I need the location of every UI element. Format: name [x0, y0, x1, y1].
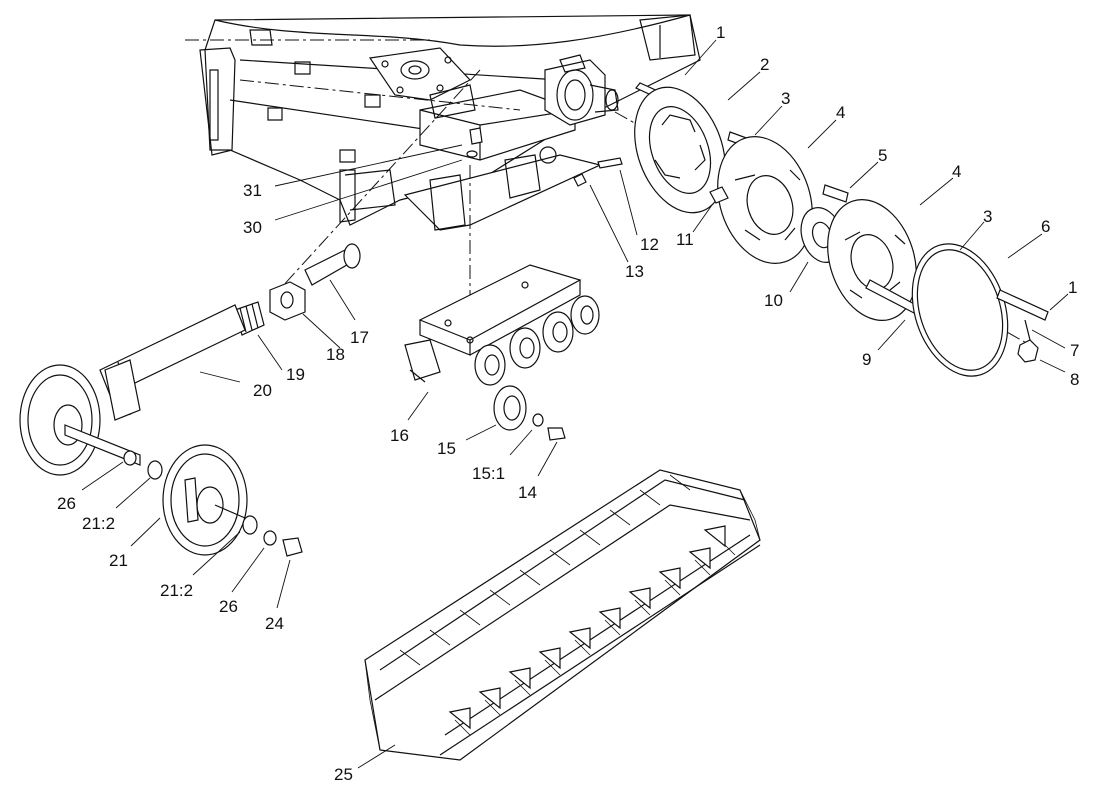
callout-21-2-top: 21:2	[82, 514, 115, 533]
callout-20: 20	[253, 381, 272, 400]
callout-21: 21	[109, 551, 128, 570]
callout-4-top: 4	[836, 103, 845, 122]
callout-7: 7	[1070, 341, 1079, 360]
callout-31: 31	[243, 181, 262, 200]
callout-19: 19	[286, 365, 305, 384]
callout-1-top: 1	[716, 23, 725, 42]
callout-5: 5	[878, 146, 887, 165]
callout-4-bottom: 4	[952, 162, 961, 181]
callout-9: 9	[862, 350, 871, 369]
leader-lines	[81, 39, 1069, 769]
callout-13: 13	[625, 262, 644, 281]
callout-labels: 1 2 3 4 5 4 3 6 1 7 8 9 10 11 12 13 31 3…	[57, 23, 1079, 784]
rubber-track	[364, 469, 761, 761]
callout-12: 12	[640, 235, 659, 254]
callout-25: 25	[334, 765, 353, 784]
callout-8: 8	[1070, 370, 1079, 389]
chassis-frame	[199, 14, 701, 231]
callout-18: 18	[326, 345, 345, 364]
callout-2: 2	[760, 55, 769, 74]
callout-26-top: 26	[57, 494, 76, 513]
callout-10: 10	[764, 291, 783, 310]
callout-14: 14	[518, 483, 537, 502]
callout-24: 24	[265, 614, 284, 633]
callout-1-bottom: 1	[1068, 278, 1077, 297]
callout-11: 11	[676, 230, 694, 249]
callout-3-bottom: 3	[983, 207, 992, 226]
track-tensioner	[19, 243, 361, 557]
callout-17: 17	[350, 328, 369, 347]
callout-3-top: 3	[781, 89, 790, 108]
callout-30: 30	[243, 218, 262, 237]
drive-parts	[466, 82, 1049, 377]
spindle-hub	[539, 54, 619, 164]
callout-6: 6	[1041, 217, 1050, 236]
callout-16: 16	[390, 426, 409, 445]
callout-21-2-bottom: 21:2	[160, 581, 193, 600]
roller-bogie	[404, 264, 600, 441]
callout-26-bottom: 26	[219, 597, 238, 616]
callout-15: 15	[437, 439, 456, 458]
callout-15-1: 15:1	[472, 464, 505, 483]
